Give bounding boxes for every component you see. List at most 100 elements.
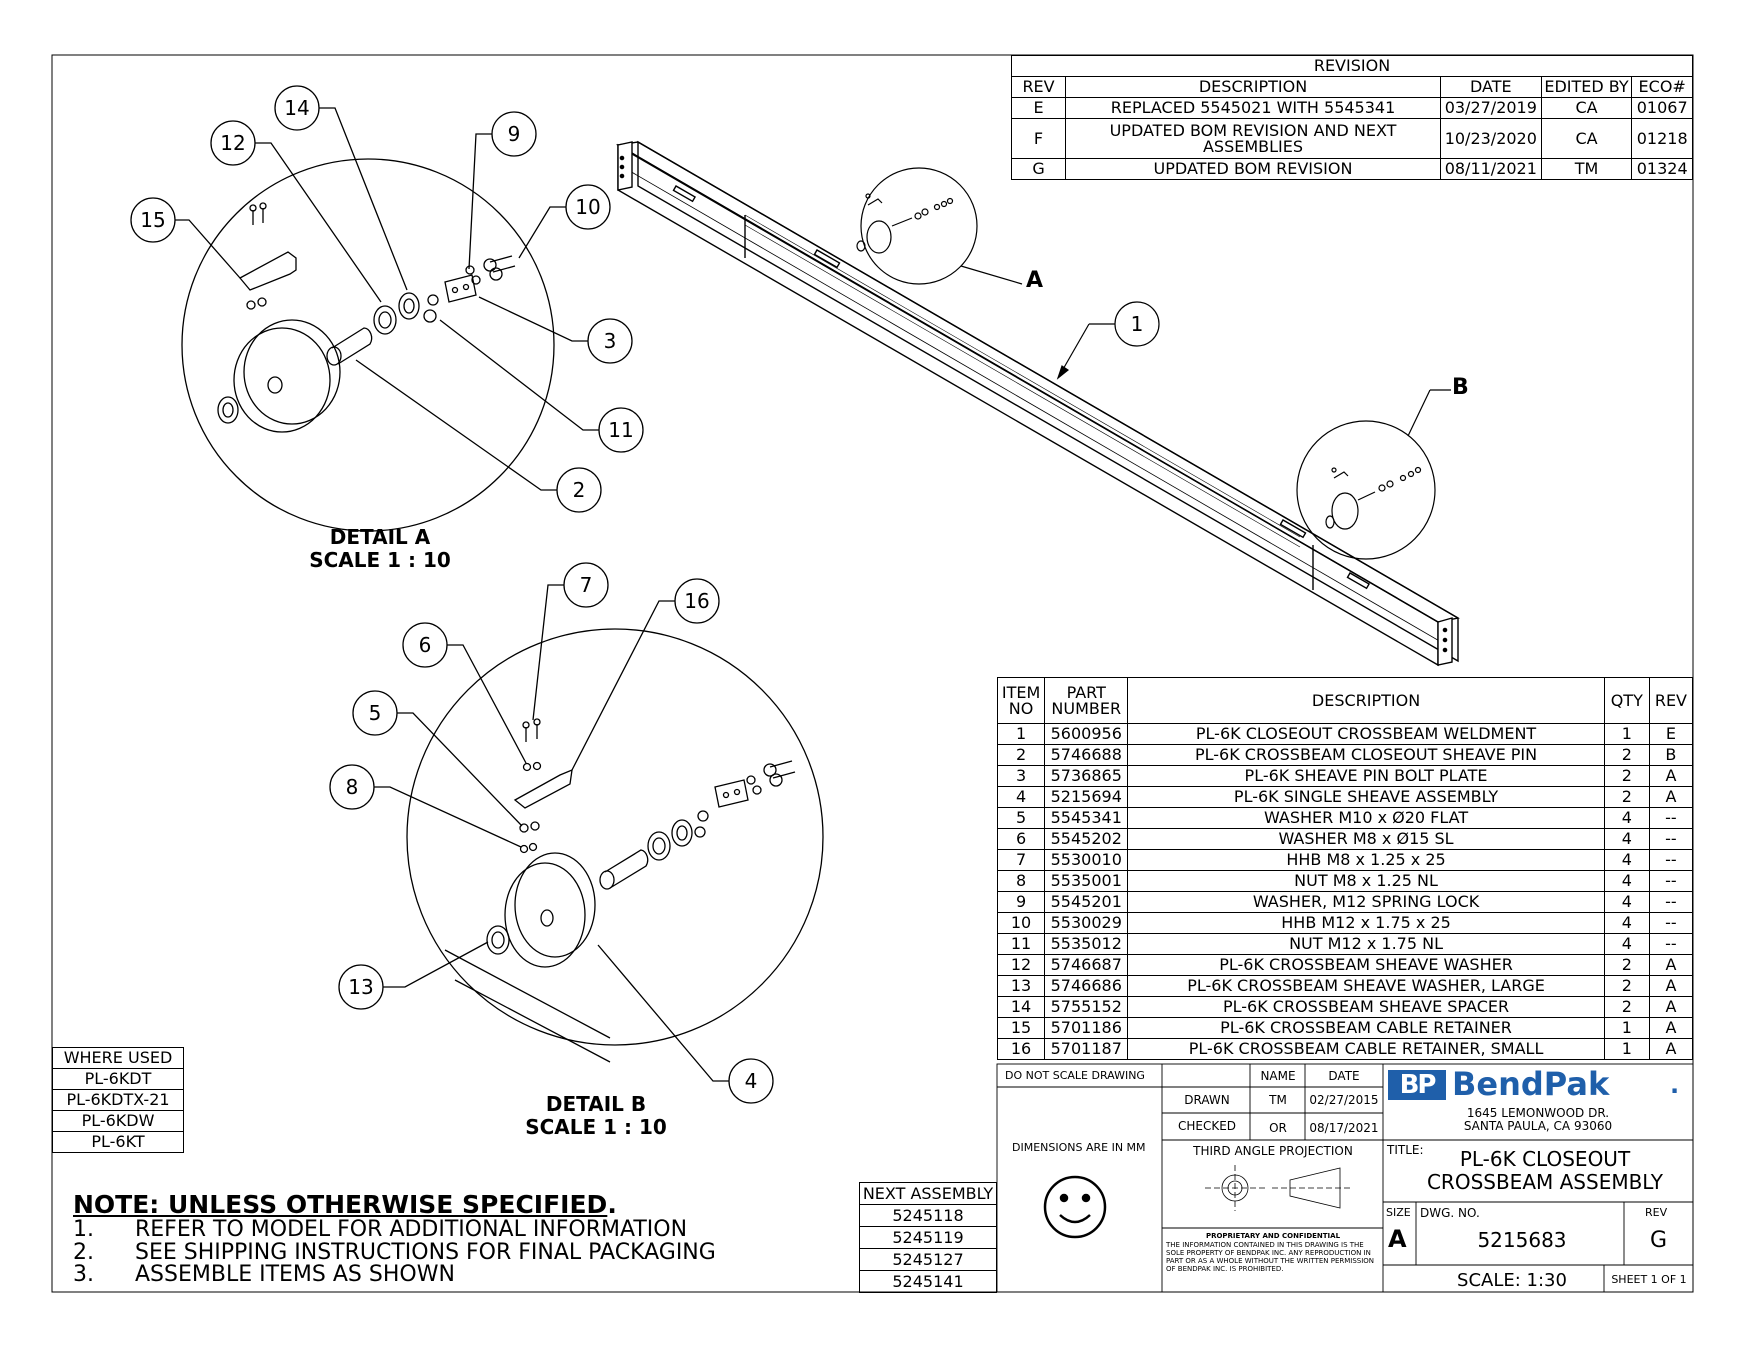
- item-number-cell: 2: [996, 744, 1046, 766]
- part-number-cell: 5701187: [1044, 1038, 1129, 1060]
- part-number-cell: 5755152: [1044, 996, 1129, 1018]
- bendpak-logo: BP BendPak .: [1388, 1065, 1688, 1104]
- bom-rev-cell: A: [1648, 1038, 1694, 1060]
- rev-cell: F: [1010, 118, 1067, 159]
- item-number-cell: 15: [996, 1017, 1046, 1039]
- qty-cell: 1: [1603, 1017, 1650, 1039]
- bom-description-header: DESCRIPTION: [1127, 677, 1605, 724]
- bom-description-cell: HHB M12 x 1.75 x 25: [1127, 912, 1605, 934]
- bom-rev-cell: A: [1648, 765, 1694, 787]
- balloon-6: 6: [418, 633, 432, 657]
- where-used-item: PL-6KT: [52, 1131, 184, 1153]
- eco-header: ECO#: [1631, 76, 1693, 98]
- bom-rev-cell: --: [1648, 807, 1694, 829]
- item-number-cell: 1: [996, 723, 1046, 745]
- note-text: ASSEMBLE ITEMS AS SHOWN: [135, 1262, 455, 1287]
- balloon-3: 3: [603, 329, 617, 353]
- revision-table: REVISION REV DESCRIPTION DATE EDITED BY …: [1010, 55, 1693, 180]
- do-not-scale-note: DO NOT SCALE DRAWING: [1005, 1069, 1145, 1082]
- notes-heading: NOTE: UNLESS OTHERWISE SPECIFIED: [73, 1190, 608, 1219]
- bom-rev-cell: A: [1648, 975, 1694, 997]
- bom-rev-cell: A: [1648, 996, 1694, 1018]
- size-label: SIZE: [1386, 1206, 1411, 1219]
- checked-name: OR: [1269, 1121, 1287, 1135]
- qty-cell: 1: [1603, 723, 1650, 745]
- item-number-cell: 5: [996, 807, 1046, 829]
- third-angle-projection-symbol: [1205, 1165, 1352, 1211]
- bom-table: ITEM NO PART NUMBER DESCRIPTION QTY REV …: [996, 677, 1694, 1060]
- bom-rev-cell: --: [1648, 828, 1694, 850]
- item-no-header: ITEM NO: [996, 677, 1046, 724]
- logo-text: BendPak: [1452, 1065, 1610, 1103]
- qty-cell: 4: [1603, 891, 1650, 913]
- balloon-9: 9: [507, 122, 521, 146]
- qty-cell: 2: [1603, 996, 1650, 1018]
- note-number: 3.: [73, 1262, 94, 1287]
- description-cell: REPLACED 5545021 WITH 5545341: [1065, 97, 1441, 119]
- bom-description-cell: NUT M12 x 1.75 NL: [1127, 933, 1605, 955]
- detail-a-callout-circle: [856, 167, 1023, 285]
- where-used-item: PL-6KDW: [52, 1110, 184, 1132]
- part-number-cell: 5545341: [1044, 807, 1129, 829]
- smiley-face-icon: [1043, 1175, 1107, 1239]
- next-assembly-table: NEXT ASSEMBLY 5245118 5245119 5245127 52…: [859, 1182, 997, 1293]
- note-text: REFER TO MODEL FOR ADDITIONAL INFORMATIO…: [135, 1217, 688, 1242]
- next-assembly-item: 5245119: [859, 1226, 997, 1249]
- dwg-no-label: DWG. NO.: [1420, 1206, 1480, 1220]
- address-line-1: 1645 LEMONWOOD DR.: [1466, 1106, 1610, 1120]
- edited-by-cell: CA: [1540, 97, 1633, 119]
- item-number-cell: 9: [996, 891, 1046, 913]
- qty-cell: 4: [1603, 828, 1650, 850]
- where-used-item: PL-6KDTX-21: [52, 1089, 184, 1111]
- item-number-cell: 8: [996, 870, 1046, 892]
- qty-cell: 2: [1603, 765, 1650, 787]
- balloon-10: 10: [575, 195, 601, 219]
- qty-cell: 2: [1603, 786, 1650, 808]
- bom-rev-header: REV: [1648, 677, 1694, 724]
- bom-description-cell: WASHER M10 x Ø20 FLAT: [1127, 807, 1605, 829]
- qty-cell: 4: [1603, 912, 1650, 934]
- next-assembly-item: 5245127: [859, 1248, 997, 1271]
- where-used-item: PL-6KDT: [52, 1068, 184, 1090]
- drawn-label: DRAWN: [1184, 1093, 1230, 1107]
- notes-heading-suffix: .: [607, 1190, 617, 1219]
- balloon-1-leader: [1056, 301, 1160, 380]
- qty-header: QTY: [1603, 677, 1650, 724]
- date-cell: 03/27/2019: [1439, 97, 1542, 119]
- edited-by-cell: TM: [1540, 158, 1633, 180]
- bom-description-cell: PL-6K CROSSBEAM CABLE RETAINER: [1127, 1017, 1605, 1039]
- sheet-count: SHEET 1 OF 1: [1611, 1273, 1687, 1286]
- sheet-size: A: [1388, 1225, 1407, 1253]
- detail-a-marker: A: [1026, 268, 1044, 293]
- part-number-header: PART NUMBER: [1044, 677, 1129, 724]
- date-label: DATE: [1328, 1069, 1360, 1083]
- bom-description-cell: HHB M8 x 1.25 x 25: [1127, 849, 1605, 871]
- qty-cell: 2: [1603, 975, 1650, 997]
- part-number-cell: 5736865: [1044, 765, 1129, 787]
- item-number-cell: 4: [996, 786, 1046, 808]
- detail-b-marker: B: [1452, 375, 1469, 400]
- detail-a-title: DETAIL A: [329, 525, 431, 549]
- checked-date: 08/17/2021: [1309, 1121, 1379, 1135]
- crossbeam-weldment: [615, 140, 1460, 667]
- eco-cell: 01067: [1631, 97, 1693, 119]
- rev-cell: E: [1010, 97, 1067, 119]
- proprietary-title: PROPRIETARY AND CONFIDENTIAL: [1205, 1232, 1341, 1240]
- qty-cell: 4: [1603, 933, 1650, 955]
- balloon-8: 8: [345, 775, 359, 799]
- logo-mark: BP: [1388, 1070, 1446, 1100]
- part-number-cell: 5600956: [1044, 723, 1129, 745]
- balloon-4: 4: [744, 1069, 758, 1093]
- balloon-2: 2: [572, 478, 586, 502]
- item-number-cell: 11: [996, 933, 1046, 955]
- eco-cell: 01218: [1631, 118, 1693, 159]
- where-used-table: WHERE USED PL-6KDT PL-6KDTX-21 PL-6KDW P…: [52, 1047, 184, 1153]
- balloon-7: 7: [579, 573, 593, 597]
- next-assembly-item: 5245141: [859, 1270, 997, 1293]
- address-line-2: SANTA PAULA, CA 93060: [1463, 1119, 1613, 1133]
